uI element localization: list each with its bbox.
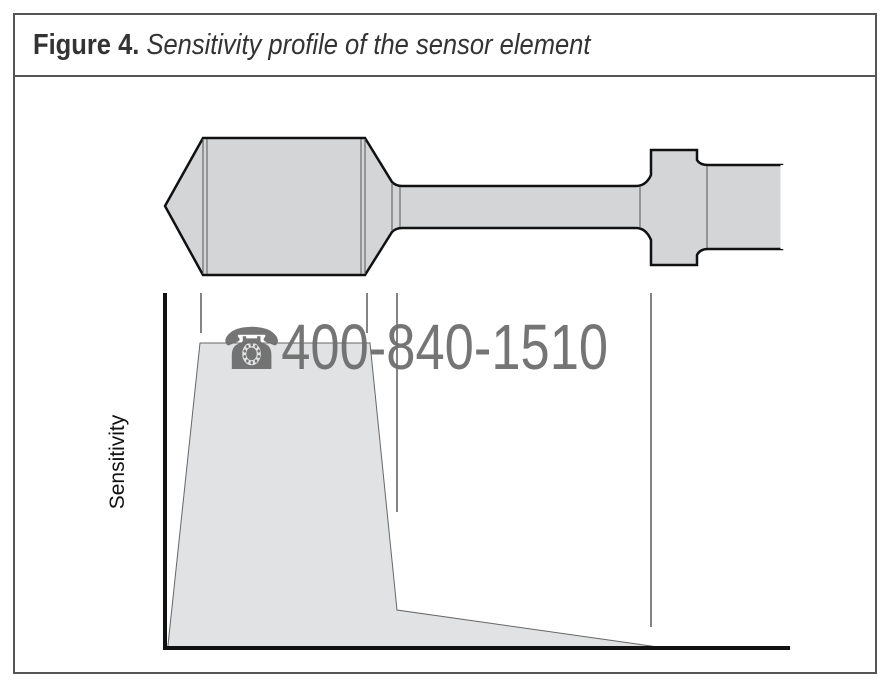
- watermark: ☎400-840-1510: [222, 310, 608, 384]
- figure-frame: Figure 4. Sensitivity profile of the sen…: [13, 13, 877, 674]
- sensor-element: [163, 136, 784, 277]
- sensitivity-profile: [167, 342, 666, 649]
- figure-label: Figure 4.: [33, 29, 140, 61]
- watermark-text: 400-840-1510: [281, 311, 609, 383]
- figure-caption: Sensitivity profile of the sensor elemen…: [146, 29, 591, 61]
- sensitivity-chart: [163, 293, 790, 650]
- sensor-head: [163, 136, 784, 277]
- y-axis-label: Sensitivity: [106, 414, 129, 510]
- figure-header: Figure 4. Sensitivity profile of the sen…: [15, 15, 875, 77]
- figure-title: Figure 4. Sensitivity profile of the sen…: [33, 29, 590, 62]
- telephone-icon: ☎: [222, 317, 282, 382]
- guide-lines: [200, 293, 652, 627]
